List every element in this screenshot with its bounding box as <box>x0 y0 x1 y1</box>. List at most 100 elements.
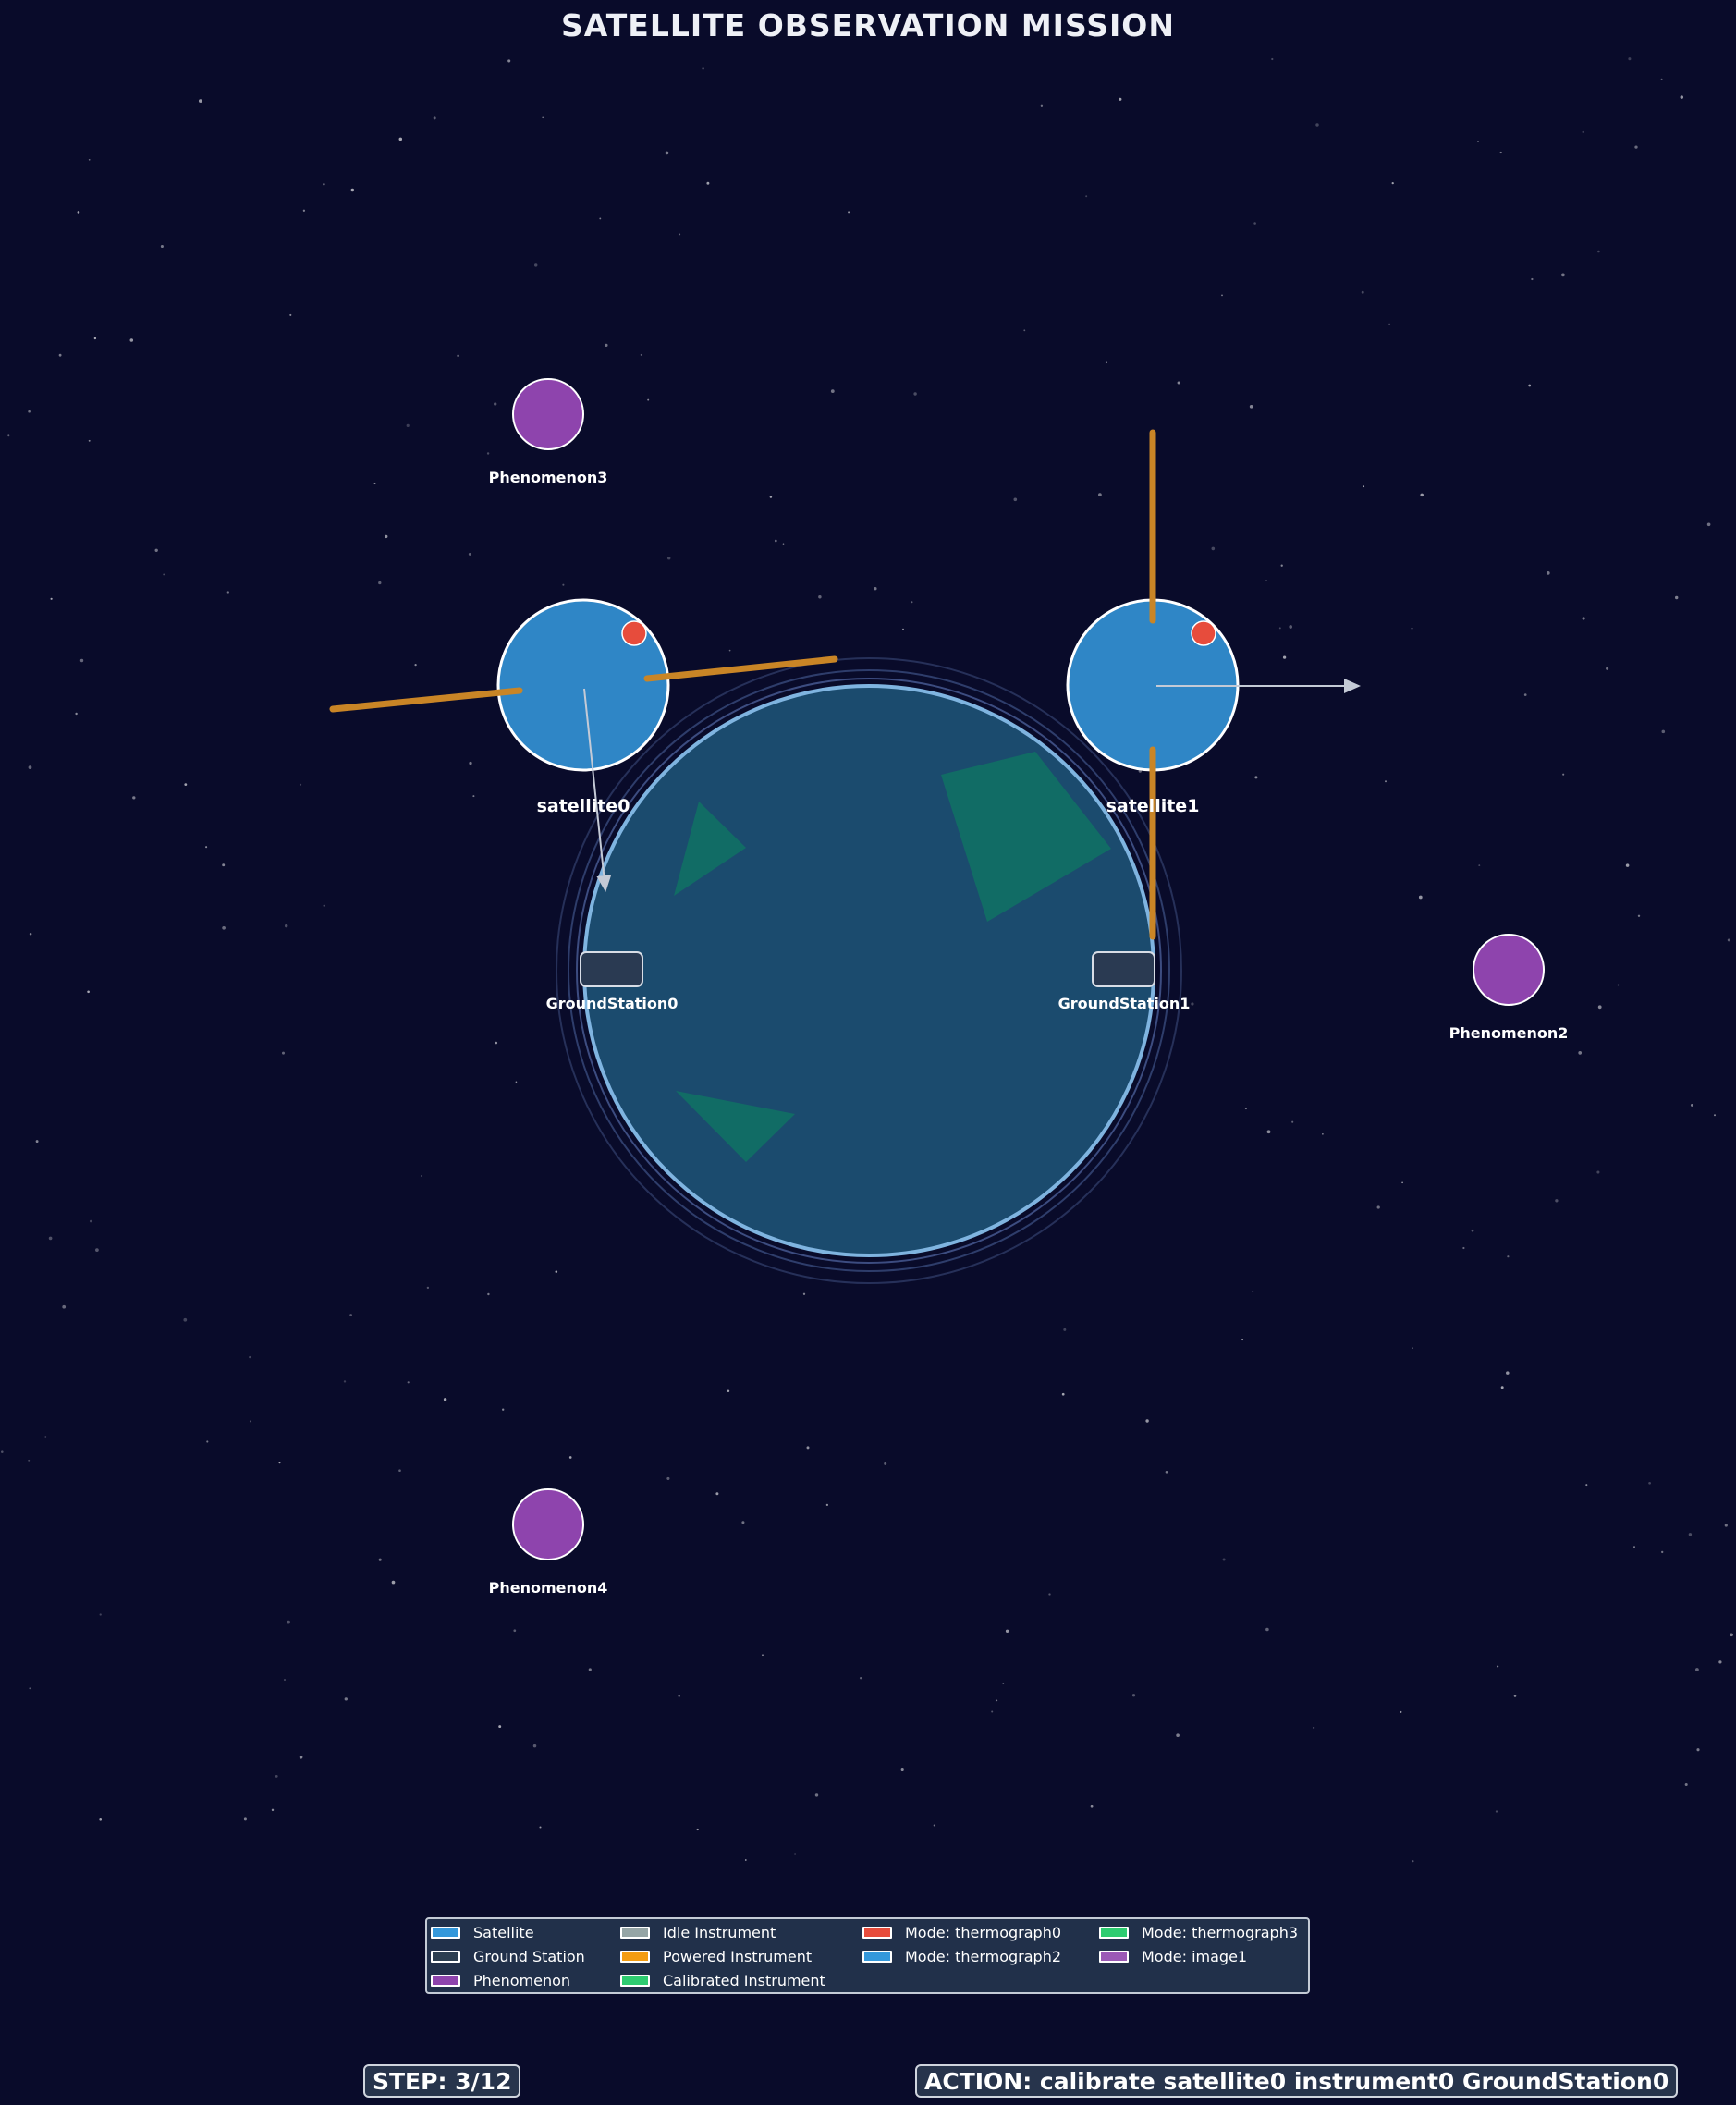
star <box>1531 277 1534 281</box>
star <box>555 1270 558 1273</box>
star <box>1684 1782 1688 1787</box>
star <box>300 783 302 786</box>
ground-station-0-icon[interactable] <box>580 951 643 987</box>
continent <box>674 802 746 896</box>
star <box>1582 130 1584 134</box>
star <box>378 1558 382 1561</box>
star <box>1497 1665 1499 1668</box>
star <box>679 233 681 236</box>
star <box>1363 485 1365 488</box>
ground-station-1-label: GroundStation1 <box>1057 995 1191 1012</box>
star <box>1023 329 1026 332</box>
star <box>289 313 292 316</box>
star <box>1688 1533 1693 1536</box>
star <box>7 434 10 437</box>
star <box>533 263 538 267</box>
satellite-0-pointing-arrow <box>583 688 612 892</box>
star <box>902 628 904 630</box>
star <box>1376 1205 1380 1209</box>
star <box>1730 1633 1733 1637</box>
star <box>1361 290 1364 294</box>
star <box>1633 1546 1635 1548</box>
legend-label: Satellite <box>473 1923 534 1941</box>
legend-swatch-satellite <box>431 1926 460 1939</box>
star <box>183 1317 188 1322</box>
legend-swatch-idle-instrument <box>620 1926 650 1939</box>
star <box>1048 1593 1051 1596</box>
star <box>1252 1291 1254 1292</box>
earth <box>556 657 1182 1284</box>
star <box>421 1175 423 1177</box>
star <box>1098 493 1102 496</box>
star <box>900 1768 904 1772</box>
star <box>1165 1470 1168 1474</box>
legend-item: Idle Instrument <box>620 1922 776 1942</box>
phenomenon-3-icon[interactable] <box>512 378 584 450</box>
star <box>344 1697 348 1701</box>
satellite-0[interactable] <box>329 598 838 892</box>
star <box>29 1687 31 1690</box>
star <box>457 354 459 358</box>
star <box>665 151 669 155</box>
star <box>562 583 565 586</box>
star <box>323 904 325 907</box>
star <box>774 539 777 543</box>
star <box>1315 123 1319 127</box>
legend: Satellite Ground Station Phenomenon Idle… <box>425 1917 1310 1994</box>
legend-label: Idle Instrument <box>663 1923 776 1941</box>
continent <box>676 1091 795 1162</box>
star <box>278 1462 281 1464</box>
star <box>1418 895 1423 900</box>
star <box>299 1756 303 1759</box>
star <box>398 137 403 141</box>
star <box>1499 151 1502 154</box>
star <box>1513 1695 1517 1697</box>
satellite-1[interactable] <box>1066 429 1361 940</box>
star <box>35 1140 39 1144</box>
legend-label: Calibrated Instrument <box>663 1971 825 1989</box>
legend-swatch-powered-instrument <box>620 1950 650 1963</box>
star <box>132 796 136 800</box>
star <box>502 1408 505 1411</box>
star <box>378 581 382 585</box>
star <box>222 863 226 867</box>
star <box>605 343 608 348</box>
star <box>28 1459 31 1462</box>
star <box>50 597 53 600</box>
star <box>818 594 822 599</box>
phenomenon-2-icon[interactable] <box>1473 934 1545 1006</box>
star <box>859 1676 862 1680</box>
phenomenon-4-icon[interactable] <box>512 1488 584 1560</box>
star <box>515 1081 518 1083</box>
star <box>1462 1246 1465 1250</box>
star <box>1648 1481 1651 1485</box>
solar-panel <box>329 687 523 713</box>
star <box>640 353 642 356</box>
star <box>1477 140 1479 142</box>
star <box>1660 78 1663 80</box>
star <box>28 765 32 769</box>
star <box>1706 522 1711 527</box>
star <box>1289 625 1293 629</box>
star <box>433 116 436 120</box>
star <box>874 587 877 591</box>
ground-station-1-icon[interactable] <box>1092 951 1155 987</box>
satellite-1-mode-indicator <box>1191 620 1216 646</box>
star <box>1695 1668 1699 1671</box>
star <box>1385 780 1387 783</box>
legend-item: Mode: thermograph0 <box>862 1922 1061 1942</box>
star <box>75 712 78 716</box>
star <box>88 158 91 161</box>
star <box>1253 222 1256 225</box>
star <box>89 1219 92 1223</box>
star <box>1388 323 1391 325</box>
star <box>243 1817 247 1821</box>
star <box>391 1580 396 1585</box>
star <box>129 338 134 342</box>
continent <box>941 752 1111 922</box>
star <box>349 1314 352 1316</box>
star <box>198 99 202 103</box>
star <box>1523 693 1527 696</box>
star <box>1249 404 1253 409</box>
star <box>1617 984 1620 986</box>
